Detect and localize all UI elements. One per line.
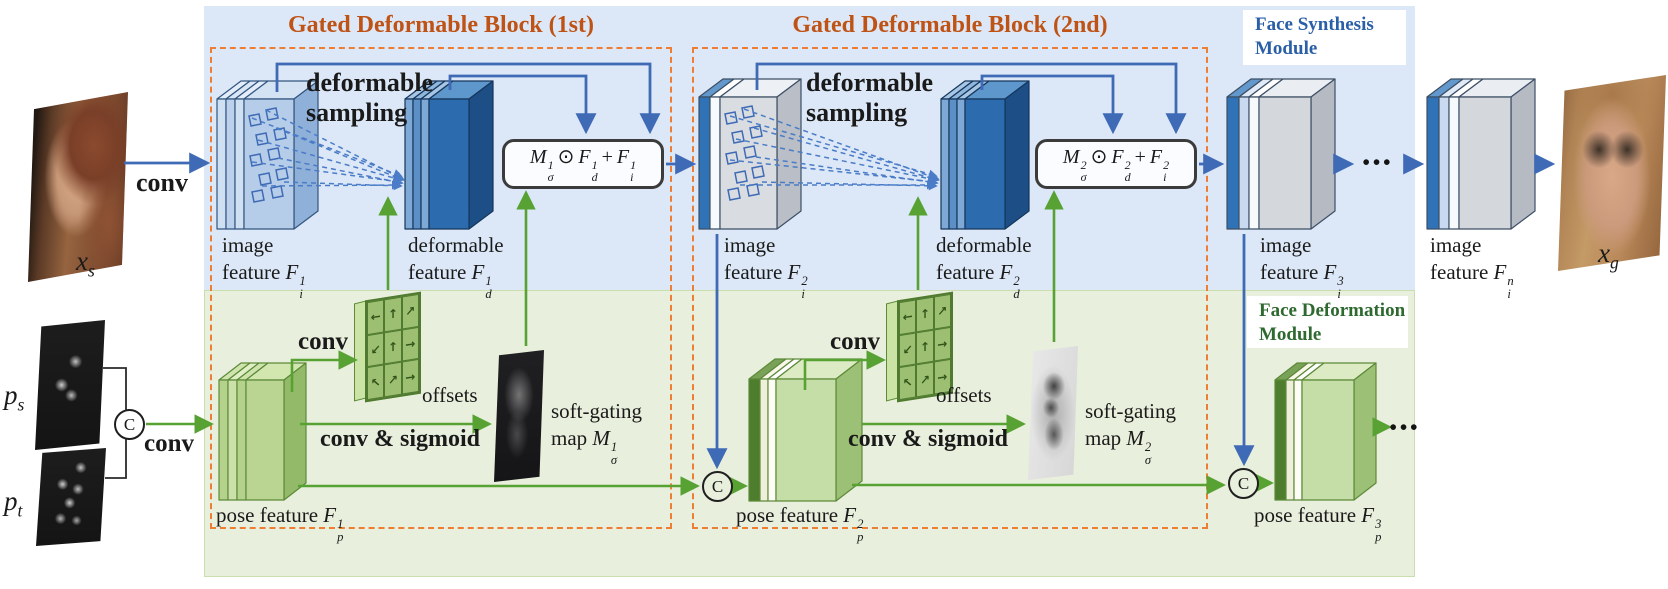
offset-arrow-icon: ↙ <box>899 332 917 368</box>
conv-sigmoid-label-2: conv & sigmoid <box>848 426 1009 452</box>
offset-arrow-icon: ↖ <box>899 364 917 401</box>
ellipsis-synthesis: ••• <box>1362 150 1394 174</box>
source-face-image <box>28 92 128 282</box>
deformable-feature-2-stack <box>940 80 1030 230</box>
offset-arrow-icon: → <box>933 326 951 362</box>
offset-arrow-icon: ↑ <box>916 296 934 333</box>
block2-title: Gated Deformable Block (2nd) <box>792 12 1108 38</box>
face-deformation-module-label: Face Deformation Module <box>1247 296 1408 348</box>
pose-feature-2-stack <box>748 358 863 502</box>
offset-arrow-icon: ← <box>899 299 917 335</box>
offsets-label-1: offsets <box>422 383 478 407</box>
conv-label-offsets-1: conv <box>298 328 348 355</box>
offset-arrow-icon: ↑ <box>384 296 402 333</box>
target-pose-label: pt <box>4 486 23 521</box>
ellipsis-deformation: ••• <box>1389 415 1421 439</box>
soft-gating-map-2 <box>1028 346 1078 480</box>
pose-feature-1-stack <box>218 362 307 501</box>
face-synthesis-module-label: Face Synthesis Module <box>1243 10 1406 65</box>
source-pose-map <box>35 320 105 450</box>
offset-arrow-icon: ← <box>367 299 385 335</box>
gated-deformable-block-1 <box>210 47 672 529</box>
concat-node-2: C <box>1228 468 1259 499</box>
conv-label-offsets-2: conv <box>830 328 880 355</box>
concat-node-input: C <box>114 409 145 440</box>
image-feature-2-stack <box>698 78 802 230</box>
offset-arrow-icon: ↑ <box>384 329 402 365</box>
offset-arrow-icon: ↖ <box>367 364 385 401</box>
target-pose-map <box>36 448 106 546</box>
conv-sigmoid-label-1: conv & sigmoid <box>320 426 481 452</box>
offset-arrow-icon: ↙ <box>367 332 385 368</box>
offsets-grid-1: ← ↑ ↗ ↙ ↑ → ↖ ↗ → <box>354 291 424 408</box>
image-feature-3-stack <box>1226 78 1336 230</box>
generated-image-label: xg <box>1598 238 1619 273</box>
offsets-label-2: offsets <box>936 383 992 407</box>
source-image-label: xs <box>76 246 95 281</box>
image-feature-n-stack <box>1426 78 1536 230</box>
block1-title: Gated Deformable Block (1st) <box>288 12 594 38</box>
soft-gating-map-1 <box>494 350 544 482</box>
offset-arrow-icon: → <box>401 359 419 395</box>
source-pose-label: ps <box>4 380 25 415</box>
generated-face-image <box>1558 75 1666 271</box>
offset-arrow-icon: ↗ <box>916 361 934 398</box>
concat-node-1: C <box>702 471 733 502</box>
conv-label-pose: conv <box>144 430 194 457</box>
gated-deformable-block-2 <box>692 47 1208 529</box>
pose-feature-3-stack <box>1274 362 1377 501</box>
offset-arrow-icon: ↑ <box>916 329 934 365</box>
conv-label-input: conv <box>136 168 188 197</box>
offset-arrow-icon: → <box>401 326 419 362</box>
offset-arrow-icon: ↗ <box>384 361 402 398</box>
